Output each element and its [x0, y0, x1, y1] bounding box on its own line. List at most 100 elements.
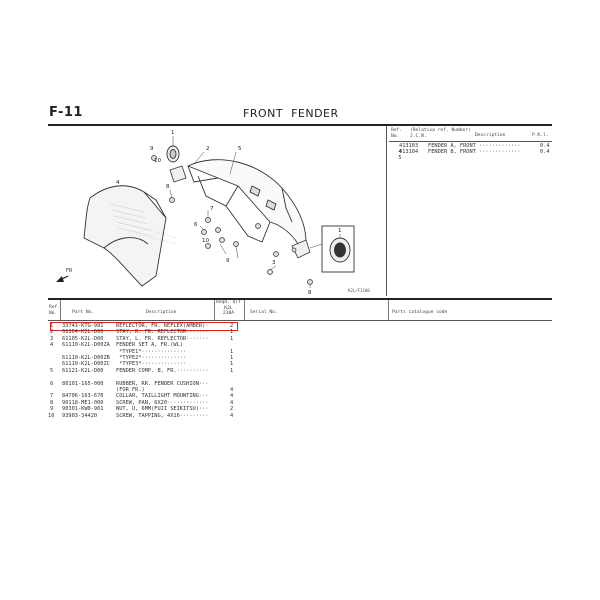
row-qty: 1 — [230, 355, 234, 361]
row-part: 33741-KTG-981 — [62, 323, 104, 329]
leader-lines — [169, 136, 341, 288]
row-desc: FENDER COMP. B, FR.·········· — [116, 367, 209, 374]
row-ref: 2 — [50, 329, 54, 336]
callout-3: 3 — [272, 260, 276, 266]
callout-10: 10 — [154, 158, 161, 164]
callout-9b: 9 — [226, 258, 230, 264]
header-rule — [48, 124, 552, 126]
row-qty: 1 — [230, 329, 234, 336]
row-qty: 1 — [230, 367, 234, 374]
fender-drawing: FR — [56, 130, 370, 296]
side-row-part: 413103 — [399, 143, 419, 149]
row-desc: SCREW, PAN, 6X20············· — [116, 399, 209, 406]
row-part: 61104-K2L-D00 — [62, 329, 104, 336]
row-part: 61121-K2L-D00 — [62, 367, 104, 374]
arrow-head-icon — [56, 276, 64, 282]
row-qty: 2 — [230, 406, 234, 413]
side-row-desc: FENDER A, FRONT ············· — [428, 143, 521, 149]
row-part: 93903-34420 — [62, 412, 98, 419]
side-row-desc: FENDER B, FRONT ············· — [428, 149, 521, 155]
page-title: FRONT FENDER — [243, 107, 339, 120]
row-desc: STAY, L. FR. REFLECTOR······· — [116, 335, 209, 342]
side-row: 5 — [398, 155, 402, 162]
row-part: 61105-K2L-D00 — [62, 335, 104, 342]
col-header-ref: Ref. No. — [49, 305, 61, 316]
row-qty: 1 — [230, 335, 234, 342]
row-qty: 4 — [230, 412, 234, 419]
row-desc: STAY, R. FR. REFLECTOR······· — [116, 329, 209, 336]
row-desc: (FOR FR.) — [116, 387, 145, 393]
side-row-val: 0.4 — [540, 143, 550, 149]
col-header-desc: Description — [146, 310, 177, 315]
row-ref: 10 — [48, 412, 55, 419]
callout-8: 8 — [166, 184, 170, 190]
diagram-divider — [386, 126, 387, 296]
row-desc: *TYPE1*·············· — [116, 348, 187, 355]
col-divider-ref — [60, 300, 61, 320]
col-header-qty: Reqd. QTY K2L 230A — [216, 300, 241, 316]
col-divider-serial — [244, 300, 245, 320]
row-desc: *TYPE3*·············· — [116, 361, 187, 368]
side-header-desc: Description — [475, 133, 506, 138]
callout-10b: 10 — [202, 238, 209, 244]
table-top-rule — [48, 298, 552, 300]
row-desc: REFLECTOR, FR. REFLEX(AMBER)· — [116, 323, 209, 329]
row-ref: 3 — [50, 335, 54, 342]
row-part: 90118-ME1-000 — [62, 399, 104, 406]
table-header-rule — [48, 320, 552, 321]
row-desc: FENDER SET A, FR.(WL) — [116, 342, 183, 349]
row-part: 80101-165-000 — [62, 380, 104, 387]
callout-5: 5 — [238, 146, 242, 152]
row-ref: 1 — [50, 323, 54, 329]
callout-6: 6 — [194, 222, 198, 228]
side-header-part: (Relativa ref. Number) J.C.N. — [410, 128, 471, 139]
reflector-stays — [169, 165, 311, 259]
callout-9: 9 — [150, 146, 154, 152]
fender-b-front — [186, 159, 307, 251]
callout-1-top: 1 — [171, 130, 175, 136]
side-row-val: 0.4 — [540, 149, 550, 155]
callout-7: 7 — [210, 206, 214, 212]
side-header-ref: Ref. No. — [391, 128, 403, 139]
row-part: 61110-K2L-D00ZC — [62, 361, 110, 368]
fender-a-front — [83, 185, 167, 287]
fasteners — [151, 155, 313, 285]
row-ref: 9 — [50, 406, 54, 413]
exploded-diagram: FR — [48, 126, 385, 298]
row-part: 61110-K2L-D00ZA — [62, 342, 110, 349]
row-ref: 8 — [50, 399, 54, 406]
row-desc: RUBBER, RR. FENDER CUSHION··· — [116, 380, 209, 387]
callout-1-right: 1 — [338, 228, 342, 234]
row-desc: SCREW, TAPPING, 4X16········· — [116, 412, 209, 419]
row-ref: 6 — [50, 380, 54, 387]
row-desc: NUT, U, 6MM(FUJI SEIKITSU)··· — [116, 406, 209, 413]
reflector-top — [166, 145, 180, 163]
row-qty: 2 — [230, 323, 234, 329]
row-part: 84706-163-670 — [62, 393, 104, 400]
side-header-rule — [389, 141, 552, 142]
row-part: 90301-KW0-901 — [62, 406, 104, 413]
side-row: 4 — [398, 149, 402, 156]
side-row-part: 413104 — [399, 149, 419, 155]
row-desc: *TYPE2*·············· — [116, 355, 187, 361]
row-qty: 4 — [230, 399, 234, 406]
row-ref: 5 — [50, 367, 54, 374]
row-qty: 4 — [230, 393, 234, 400]
col-header-serial: Serial No. — [250, 310, 278, 315]
row-ref: 7 — [50, 393, 54, 400]
row-highlight — [50, 322, 238, 331]
callout-labels: 1 2 5 9 10 4 8 7 6 10 9 3 8 1 — [116, 130, 342, 296]
row-part: 61110-K2L-D00ZB — [62, 355, 110, 361]
col-header-part: Part No. — [72, 310, 95, 315]
arrow-label: FR — [66, 268, 73, 274]
row-ref: 4 — [50, 342, 54, 349]
reflector-right — [321, 225, 355, 273]
col-divider-catalogue — [388, 300, 389, 320]
row-desc: COLLAR, TAILLIGHT MOUNTING··· — [116, 393, 209, 400]
side-header-pl: P.K.l. — [532, 133, 549, 138]
row-qty: 4 — [230, 387, 234, 393]
row-qty: 1 — [230, 361, 234, 368]
row-qty: 1 — [230, 348, 234, 355]
callout-2: 2 — [206, 146, 210, 152]
callout-8b: 8 — [308, 290, 312, 296]
